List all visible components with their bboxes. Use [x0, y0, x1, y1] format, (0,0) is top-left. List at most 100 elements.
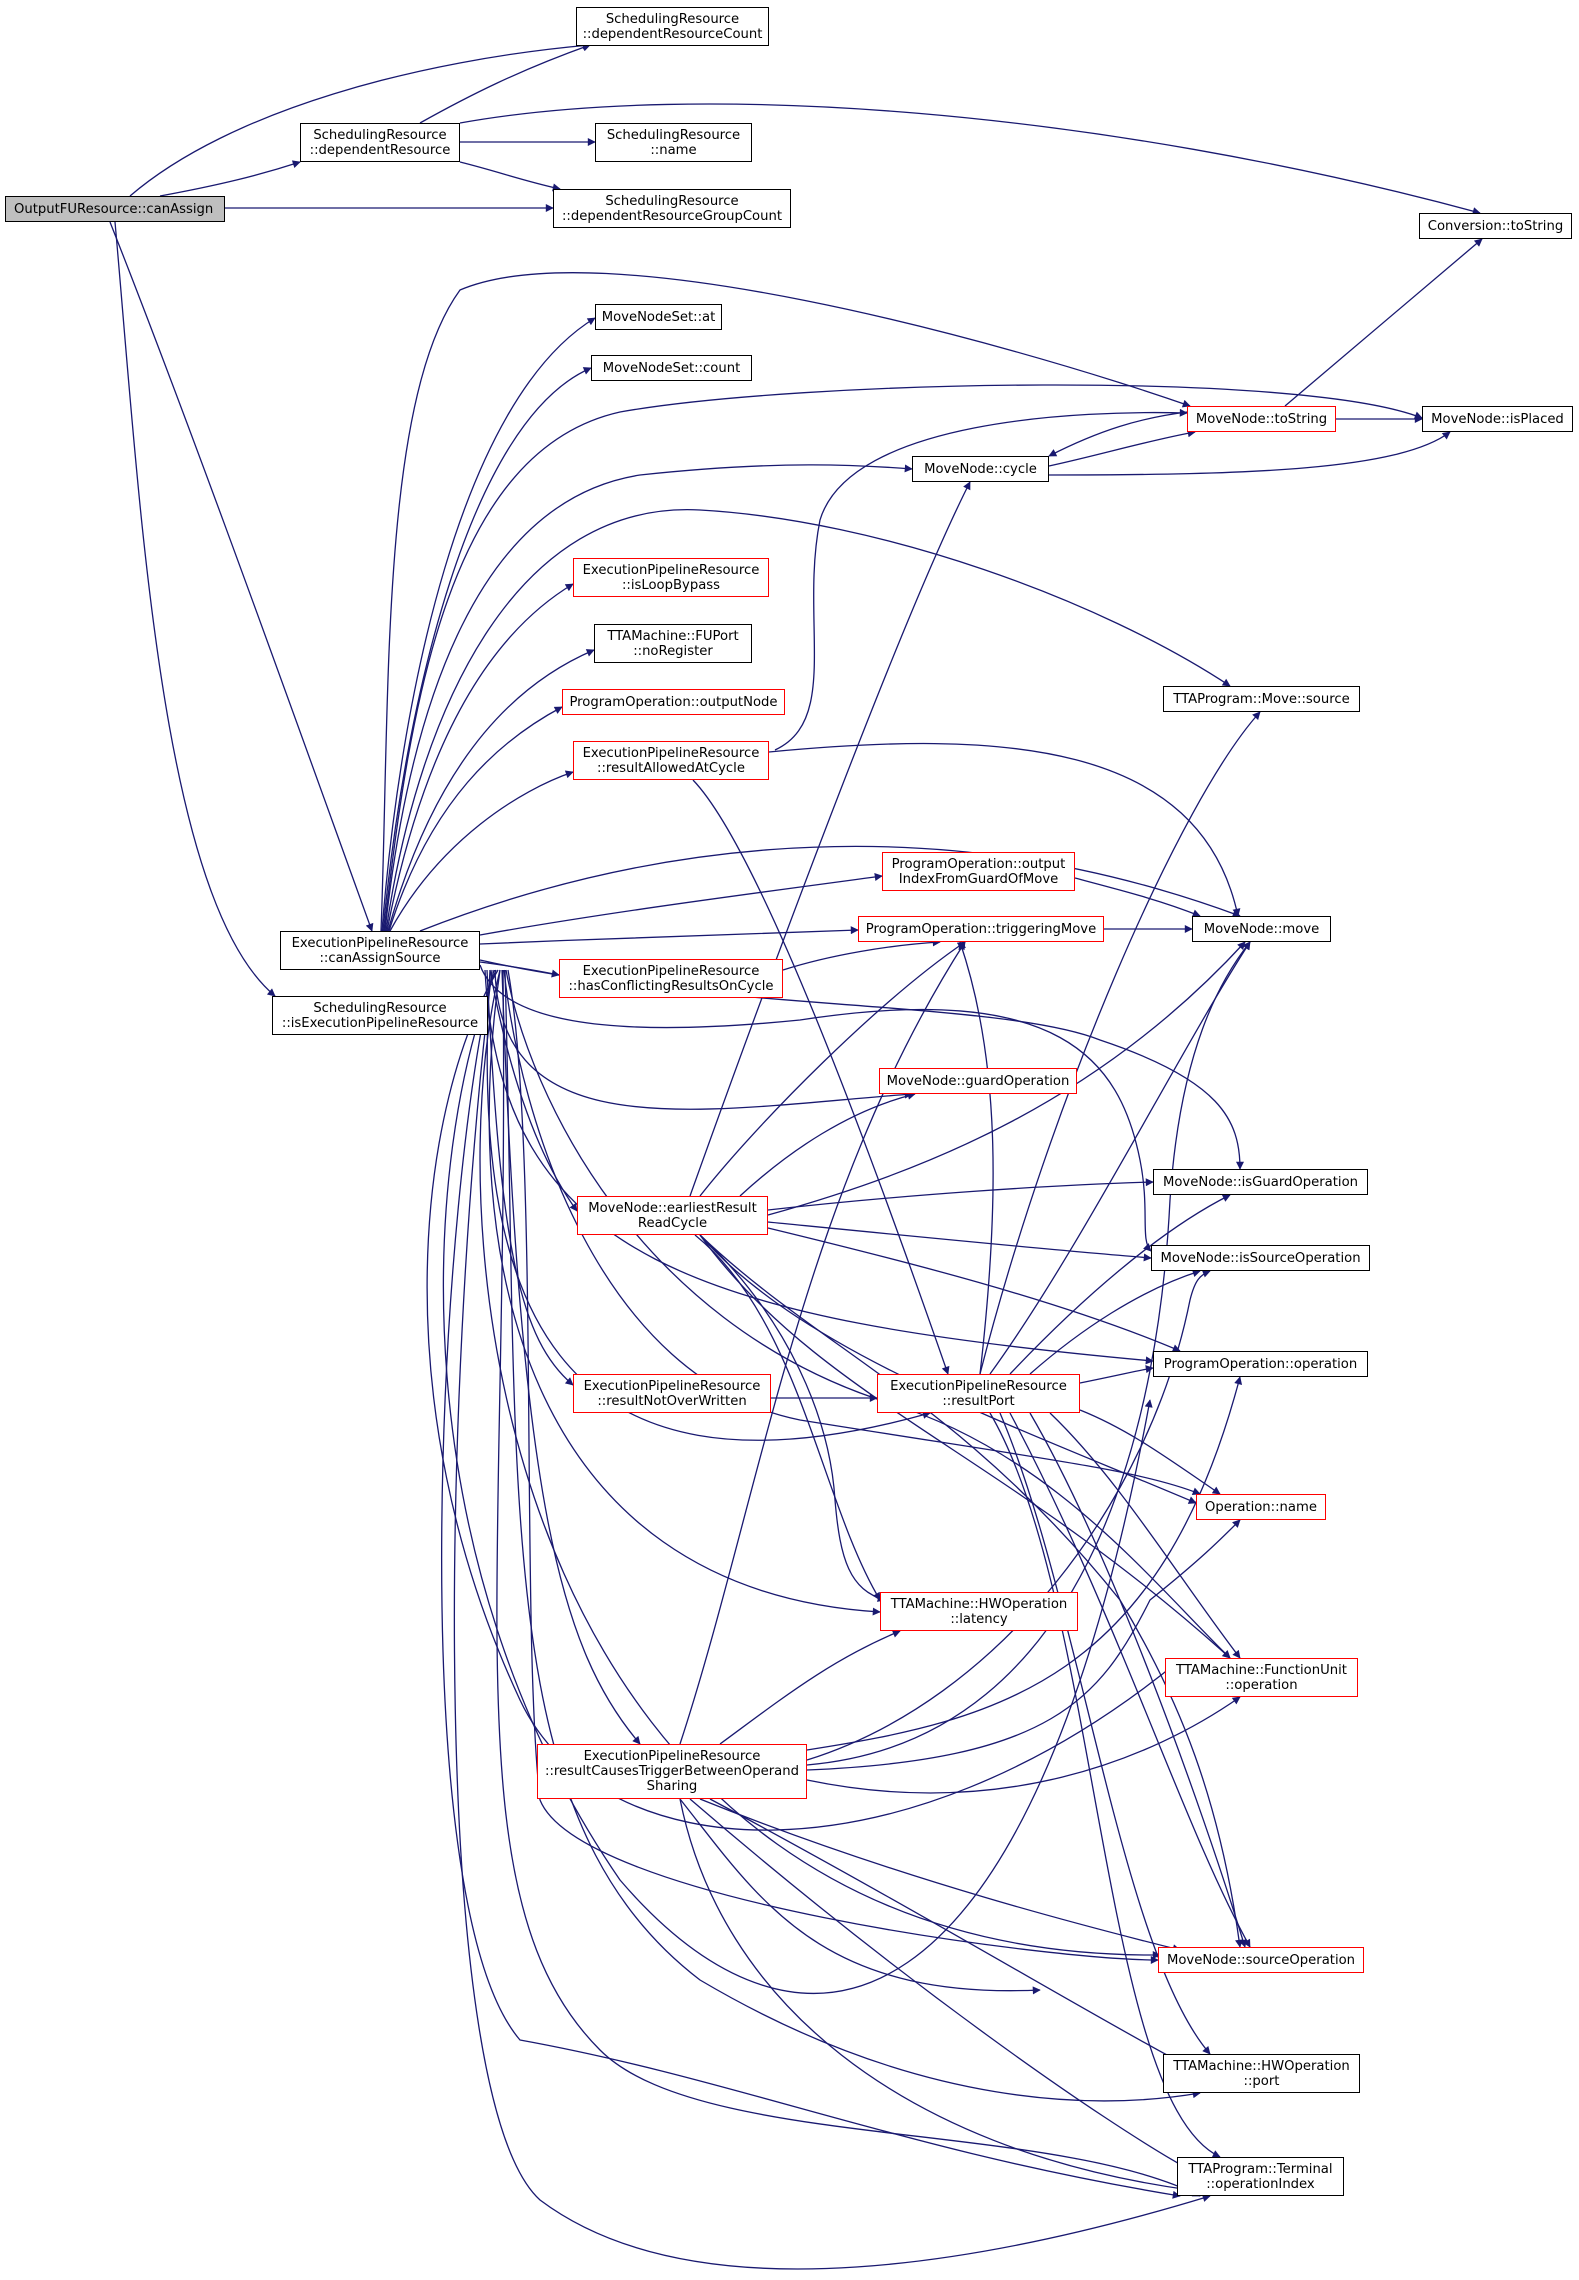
node-move-node-earliest-result-read-cycle[interactable]: MoveNode::earliestResult ReadCycle — [577, 1196, 768, 1235]
edge-cas-opIndex — [496, 969, 1201, 2197]
edge-cas-hwLatencyLong — [441, 969, 1181, 2199]
edge-cas-mnsAt — [381, 317, 596, 932]
node-label-line: SchedulingResource — [606, 127, 741, 143]
edge-cas-resultNotOver — [486, 969, 574, 1386]
node-label-line: MoveNodeSet::count — [602, 360, 741, 376]
node-execution-pipeline-resource-is-loop-bypass[interactable]: ExecutionPipelineResource ::isLoopBypass — [573, 558, 769, 597]
edge-earliest-fuOp — [699, 1234, 1231, 1659]
edge-cas-moveSource — [385, 509, 1231, 932]
node-label-line: ::port — [1243, 2073, 1280, 2089]
edge-cas-trig — [479, 926, 859, 945]
node-program-operation-output-node[interactable]: ProgramOperation::outputNode — [562, 689, 785, 715]
edge-rp-hwPort — [999, 1412, 1211, 2055]
root-function-node[interactable]: OutputFUResource::canAssign — [5, 196, 225, 222]
edge-cas-earliest-isGuard2 — [479, 969, 1161, 1960]
node-label-line: SchedulingResource — [313, 1000, 447, 1016]
edge-cas-mnToString — [380, 272, 1191, 932]
edge-rp-opIndex — [989, 1412, 1221, 2158]
edge-ras-mnToString — [774, 408, 1188, 751]
node-label-line: MoveNode::sourceOperation — [1166, 1952, 1356, 1968]
node-program-operation-output-index-from-guard-of-move[interactable]: ProgramOperation::output IndexFromGuardO… — [882, 852, 1075, 891]
edge-poOutIdx-mnMove — [1074, 877, 1201, 918]
node-move-node-is-guard-operation[interactable]: MoveNode::isGuardOperation — [1153, 1169, 1368, 1195]
edge-rp-opName — [1079, 1409, 1221, 1495]
edge-earliest-isSource — [767, 1221, 1152, 1262]
edge-earliest-sourceOp — [699, 1234, 1243, 1948]
node-hw-operation-latency[interactable]: TTAMachine::HWOperation ::latency — [880, 1592, 1078, 1631]
edge-rc-mnMove2 — [806, 941, 1251, 1766]
node-move-node-set-count[interactable]: MoveNodeSet::count — [591, 355, 752, 381]
node-program-operation-operation[interactable]: ProgramOperation::operation — [1153, 1351, 1368, 1377]
node-label-line: SchedulingResource — [313, 127, 447, 143]
node-move-node-source-operation[interactable]: MoveNode::sourceOperation — [1158, 1947, 1364, 1973]
node-execution-pipeline-resource-has-conflicting-results-on-cycle[interactable]: ExecutionPipelineResource ::hasConflicti… — [559, 959, 783, 998]
node-program-operation-triggering-move[interactable]: ProgramOperation::triggeringMove — [858, 916, 1104, 942]
edge-cas-resultCauses — [501, 969, 641, 1745]
edge-root-dependentResource — [159, 160, 301, 197]
node-scheduling-resource-name[interactable]: SchedulingResource ::name — [595, 123, 752, 162]
edge-earliest-opName — [699, 1234, 1197, 1504]
node-move-node-is-source-operation[interactable]: MoveNode::isSourceOperation — [1151, 1245, 1370, 1271]
node-label-line: ::hasConflictingResultsOnCycle — [568, 978, 774, 994]
node-label-line: SchedulingResource — [605, 11, 740, 27]
node-label-line: ::resultAllowedAtCycle — [597, 760, 745, 776]
edge-root-isExecPipe — [114, 221, 276, 997]
node-move-node-is-placed[interactable]: MoveNode::isPlaced — [1422, 406, 1573, 432]
node-label-line: Conversion::toString — [1427, 218, 1564, 234]
node-move-node-move[interactable]: MoveNode::move — [1192, 916, 1331, 942]
node-move-node-to-string[interactable]: MoveNode::toString — [1187, 406, 1336, 432]
node-execution-pipeline-resource-result-port[interactable]: ExecutionPipelineResource ::resultPort — [877, 1374, 1080, 1413]
edge-root-dependentResourceCount — [129, 41, 591, 197]
node-label-line: MoveNodeSet::at — [601, 309, 716, 325]
node-label-line: ::dependentResource — [309, 142, 451, 158]
node-execution-pipeline-resource-result-causes-trigger-between-operand-sharing[interactable]: ExecutionPipelineResource ::resultCauses… — [537, 1744, 807, 1799]
edge-rp-mnMove — [989, 941, 1251, 1375]
edge-hasConf-trig — [782, 938, 941, 971]
edge-cas-isSourceOp — [479, 964, 1152, 1252]
node-move-node-set-at[interactable]: MoveNodeSet::at — [595, 304, 722, 330]
edge-earliest-mnCycle — [689, 481, 971, 1197]
node-label-line: ::canAssignSource — [319, 950, 441, 966]
node-tta-program-move-source[interactable]: TTAProgram::Move::source — [1163, 686, 1360, 712]
node-execution-pipeline-resource-result-allowed-at-cycle[interactable]: ExecutionPipelineResource ::resultAllowe… — [573, 741, 769, 780]
edge-rp-trigMove — [958, 941, 994, 1375]
node-scheduling-resource-dependent-resource-group-count[interactable]: SchedulingResource ::dependentResourceGr… — [553, 189, 791, 228]
node-function-unit-operation[interactable]: TTAMachine::FunctionUnit ::operation — [1165, 1658, 1358, 1697]
node-move-node-cycle[interactable]: MoveNode::cycle — [912, 456, 1049, 482]
node-label-line: ExecutionPipelineResource — [890, 1378, 1067, 1394]
node-execution-pipeline-resource-can-assign-source[interactable]: ExecutionPipelineResource ::canAssignSou… — [280, 931, 480, 970]
node-scheduling-resource-dependent-resource[interactable]: SchedulingResource ::dependentResource — [300, 123, 460, 162]
edge-rc-hwPort — [709, 1798, 1181, 2063]
edge-cas-resultPort — [486, 969, 931, 1441]
node-label-line: MoveNode::toString — [1195, 411, 1328, 427]
edge-mnCycle-mnIsPlaced — [1048, 431, 1451, 476]
node-label-line: ExecutionPipelineResource — [583, 1378, 761, 1394]
node-label-line: MoveNode::isGuardOperation — [1162, 1174, 1359, 1190]
edge-earliest-trig — [699, 941, 966, 1197]
node-move-node-guard-operation[interactable]: MoveNode::guardOperation — [879, 1068, 1077, 1094]
edge-cas-sourceOperation — [507, 969, 1159, 1964]
node-label-line: ExecutionPipelineResource — [582, 562, 760, 578]
node-label-line: ExecutionPipelineResource — [291, 935, 469, 951]
node-label-line: ProgramOperation::outputNode — [569, 694, 778, 710]
edge-rc-trig — [679, 941, 966, 1745]
node-label-line: TTAMachine::FunctionUnit — [1176, 1662, 1347, 1678]
node-execution-pipeline-resource-result-not-over-written[interactable]: ExecutionPipelineResource ::resultNotOve… — [573, 1374, 771, 1413]
edge-ras-mnMove — [768, 742, 1241, 917]
node-label-line: Sharing — [646, 1779, 698, 1794]
node-label-line: ::name — [650, 142, 697, 158]
node-conversion-to-string[interactable]: Conversion::toString — [1419, 213, 1572, 239]
node-label-line: MoveNode::isPlaced — [1431, 411, 1564, 427]
node-terminal-operation-index[interactable]: TTAProgram::Terminal ::operationIndex — [1177, 2157, 1344, 2196]
node-operation-name[interactable]: Operation::name — [1196, 1494, 1326, 1520]
node-hw-operation-port[interactable]: TTAMachine::HWOperation ::port — [1163, 2054, 1360, 2093]
node-label-line: MoveNode::move — [1203, 921, 1320, 937]
node-label-line: Operation::name — [1205, 1499, 1317, 1515]
node-fu-port-no-register[interactable]: TTAMachine::FUPort ::noRegister — [594, 624, 752, 663]
edge-cas-hwPort — [504, 969, 1201, 2102]
edge-cas-opNameBig — [442, 969, 1153, 1994]
node-scheduling-resource-is-execution-pipeline-resource[interactable]: SchedulingResource ::isExecutionPipeline… — [272, 996, 488, 1035]
edge-rc-isSource — [806, 1269, 1211, 1761]
node-scheduling-resource-dependent-resource-count[interactable]: SchedulingResource ::dependentResourceCo… — [576, 7, 769, 46]
edge-rp-sourceOp2 — [1009, 1412, 1251, 1948]
